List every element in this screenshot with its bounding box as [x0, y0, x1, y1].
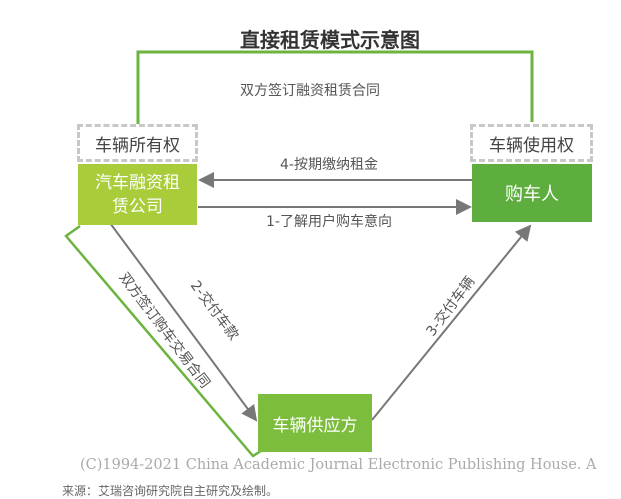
- lessor-line2: 赁公司: [112, 196, 163, 217]
- copyright-text: (C)1994-2021 China Academic Journal Elec…: [80, 457, 597, 473]
- step1-label: 1-了解用户购车意向: [266, 214, 392, 230]
- arrow-step3: [371, 224, 532, 421]
- supplier-node: 车辆供应方: [258, 394, 372, 452]
- ownership-label: 车辆所有权: [77, 124, 198, 162]
- arrow-step2: [109, 222, 258, 422]
- usage-label: 车辆使用权: [470, 124, 593, 162]
- source-note: 来源：艾瑞咨询研究院自主研究及绘制。: [62, 484, 279, 498]
- lessor-node: 汽车融资租 赁公司: [78, 164, 197, 225]
- buyer-node: 购车人: [472, 164, 592, 222]
- diagram-title: 直接租赁模式示意图: [240, 28, 420, 52]
- step4-label: 4-按期缴纳租金: [280, 157, 378, 173]
- lessor-line1: 汽车融资租: [95, 172, 180, 193]
- top-contract-label: 双方签订融资租赁合同: [240, 83, 380, 99]
- top-contract-bracket: [136, 50, 534, 124]
